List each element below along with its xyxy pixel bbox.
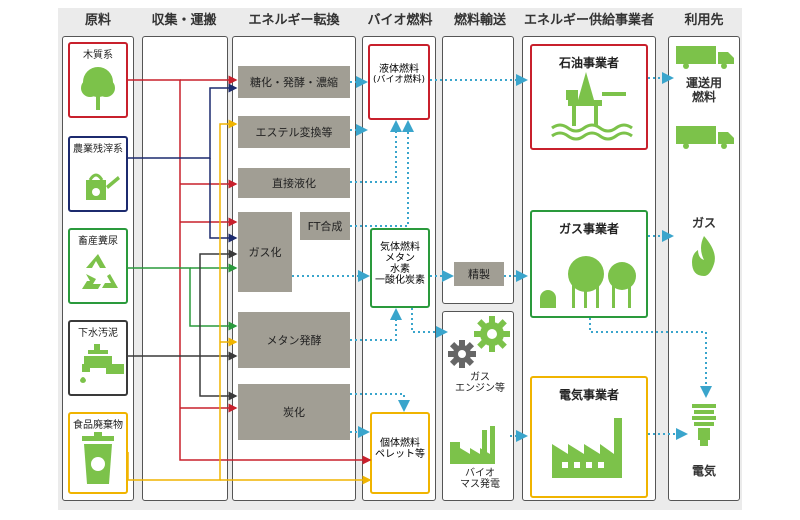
header-raw-materials: 原料 [84,13,111,28]
process-direct-liquefaction: 直接液化 [238,168,350,198]
process-methane-fermentation: メタン発酵 [238,312,350,368]
supplier-electric: 電気事業者 [530,376,648,498]
fuel-solid-sublabel: ペレット等 [375,449,425,460]
fuel-gas-hydrogen: 水素 [390,264,410,275]
process-carbonization: 炭化 [238,384,350,440]
truck-icon-2 [676,126,734,149]
use-transport-fuel: 運送用 燃料 [685,76,722,104]
tree-icon [81,67,115,110]
flame-icon [692,236,715,276]
source-livestock-label: 畜産糞尿 [78,236,118,247]
fuel-gas-methane: メタン [385,253,415,264]
source-wood: 木質系 [68,42,128,118]
supplier-oil: 石油事業者 [530,44,648,150]
fuel-gas-label: 気体燃料 [380,242,420,253]
process-refining: 精製 [454,262,504,286]
source-sewage: 下水汚泥 [68,320,128,396]
oil-rig-icon [551,72,633,141]
watering-can-icon [86,173,120,200]
source-wood-label: 木質系 [83,50,113,61]
header-biofuel: バイオ燃料 [367,13,433,28]
supplier-oil-label: 石油事業者 [558,56,619,70]
fuel-gas: 気体燃料 メタン 水素 一酸化炭素 [370,228,430,308]
supplier-electric-label: 電気事業者 [558,388,619,402]
use-gas: ガス [691,216,716,230]
header-fuel-transport: 燃料輸送 [453,13,506,28]
truck-icon [676,46,734,69]
fuel-gas-co: 一酸化炭素 [375,275,425,286]
fuel-liquid: 液体燃料 (バイオ燃料) [368,44,430,120]
gas-tank-icon [540,256,636,308]
source-food-waste: 食品廃棄物 [68,412,128,494]
source-agricultural: 農業残滓系 [68,136,128,212]
fuel-solid-label: 個体燃料 [380,438,420,449]
biomass-power-label: バイオ マス発電 [460,468,500,490]
header-energy-supplier: エネルギー供給事業者 [523,13,654,28]
faucet-icon [80,344,124,383]
source-livestock: 畜産糞尿 [68,228,128,304]
process-gasification: ガス化 [238,212,292,292]
recycle-icon [82,254,118,289]
process-ft-synthesis: FT合成 [300,212,350,240]
supplier-gas: ガス事業者 [530,210,648,318]
light-bulb-icon [692,404,716,446]
power-plant-icon [450,426,495,464]
process-saccharification: 糖化・発酵・濃縮 [238,66,350,98]
supplier-gas-label: ガス事業者 [558,222,619,236]
fuel-liquid-label: 液体燃料 [379,64,419,75]
fuel-solid: 個体燃料 ペレット等 [370,412,430,494]
header-destination: 利用先 [684,13,724,28]
use-electricity: 電気 [691,464,716,478]
factory-icon [552,418,622,478]
source-sewage-label: 下水汚泥 [78,328,118,339]
fuel-liquid-sublabel: (バイオ燃料) [372,75,426,85]
process-esterification: エステル変換等 [238,116,350,148]
gas-engine-label: ガス エンジン等 [455,372,505,394]
header-collection: 収集・運搬 [151,13,217,28]
gear-icon [448,316,510,368]
header-energy-conversion: エネルギー転換 [248,13,340,28]
trash-bin-icon [82,432,114,484]
source-food-waste-label: 食品廃棄物 [73,420,123,431]
source-agricultural-label: 農業残滓系 [73,144,123,155]
